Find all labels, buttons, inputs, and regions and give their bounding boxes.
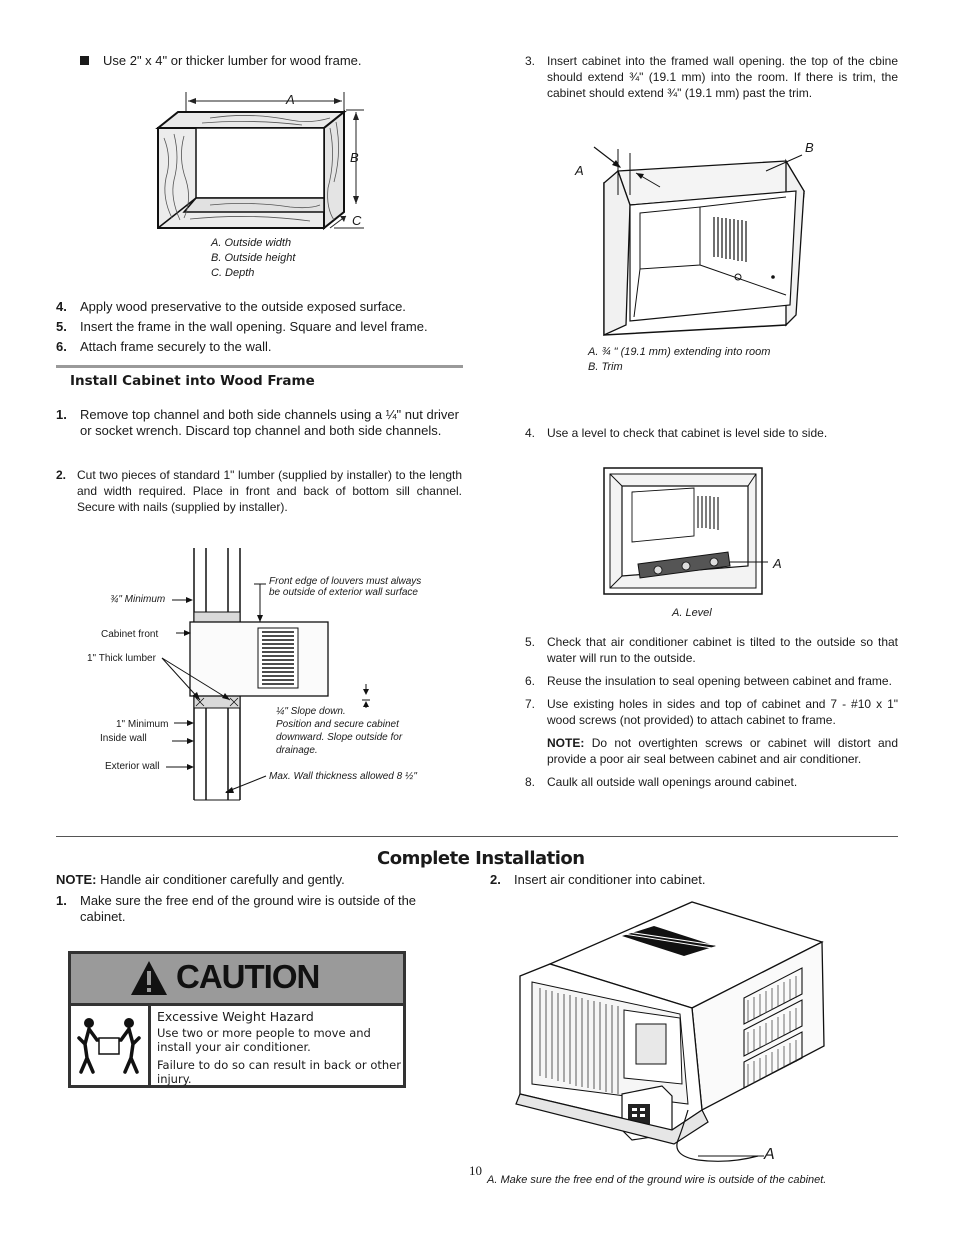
square-bullet-icon (80, 56, 89, 65)
level-diagram (603, 467, 768, 595)
legend-line: C. Depth (211, 267, 255, 279)
two-person-lift-icon (77, 1018, 141, 1074)
step-6: 6.Attach frame securely to the wall. (56, 339, 272, 354)
caution-icon-cell (71, 1006, 151, 1088)
install-step-1: 1.Remove top channel and both side chann… (56, 407, 459, 438)
note-block: NOTE: Do not overtighten screws or cabin… (547, 736, 898, 766)
right-steps-5-8: 5.Check that air conditioner cabinet is … (525, 634, 898, 790)
diagram-label-cabinet-front: Cabinet front (101, 629, 159, 640)
ac-label-a: A (764, 1146, 775, 1163)
diagram-label-slope: ¼" Slope down. Position and secure cabin… (276, 706, 403, 756)
diagram-label-one-min: 1" Minimum (116, 719, 169, 730)
level-legend: A. Level (672, 607, 712, 619)
complete-step-1: 1.Make sure the free end of the ground w… (56, 893, 417, 924)
install-step-2: 2.Cut two pieces of standard 1" lumber (… (56, 468, 462, 514)
diagram-label-thick-lumber: 1" Thick lumber (87, 653, 156, 664)
complete-note: NOTE: Handle air conditioner carefully a… (56, 872, 345, 887)
frame-label-a: A (286, 92, 295, 107)
ac-legend: A. Make sure the free end of the ground … (487, 1174, 827, 1186)
step-7: 7.Use existing holes in sides and top of… (525, 697, 898, 727)
step-4: 4.Apply wood preservative to the outside… (56, 299, 406, 314)
legend-line: B. Outside height (211, 252, 296, 264)
legend-line: A. Outside width (211, 237, 292, 249)
hazard-line-2: Failure to do so can result in back or o… (157, 1058, 401, 1086)
air-conditioner-diagram (515, 901, 825, 1162)
bullet-item: Use 2" x 4" or thicker lumber for wood f… (80, 53, 362, 69)
cabinet-label-a: A (575, 163, 584, 178)
step-5: 5.Insert the frame in the wall opening. … (56, 319, 428, 334)
page-number: 10 (469, 1163, 482, 1178)
cabinet-trim-diagram (593, 146, 806, 337)
wood-frame-diagram (155, 92, 364, 231)
step-6: 6.Reuse the insulation to seal opening b… (525, 674, 892, 688)
caution-text: Excessive Weight Hazard Use two or more … (157, 1009, 401, 1087)
caution-header: CAUTION (71, 954, 403, 1006)
frame-steps: 4.Apply wood preservative to the outside… (56, 299, 466, 355)
install-section-heading: Install Cabinet into Wood Frame (70, 373, 315, 389)
right-step-3: 3.Insert cabinet into the framed wall op… (525, 54, 898, 100)
caution-word: CAUTION (176, 958, 320, 995)
cabinet-label-b: B (805, 140, 814, 155)
level-label-a: A (773, 556, 782, 571)
hazard-line-1: Use two or more people to move and insta… (157, 1026, 371, 1054)
section-divider (56, 365, 463, 368)
diagram-label-three-quarter-min: ¾" Minimum (110, 594, 166, 605)
caution-box: CAUTION Excessive Weight Hazard Use two … (68, 951, 406, 1088)
page-divider (56, 836, 898, 837)
frame-legend: A. Outside width B. Outside height C. De… (211, 236, 295, 281)
wall-section-diagram (161, 548, 370, 801)
frame-label-b: B (350, 150, 359, 165)
cabinet-legend: A. ¾ " (19.1 mm) extending into room B. … (588, 346, 771, 373)
warning-triangle-icon (131, 961, 167, 995)
diagram-label-exterior-wall: Exterior wall (105, 761, 160, 772)
hazard-title: Excessive Weight Hazard (157, 1009, 314, 1024)
complete-step-2: 2.Insert air conditioner into cabinet. (490, 872, 706, 887)
step-8: 8.Caulk all outside wall openings around… (525, 775, 798, 789)
right-step-4: 4.Use a level to check that cabinet is l… (525, 426, 828, 440)
bullet-text: Use 2" x 4" or thicker lumber for wood f… (103, 53, 362, 68)
diagram-label-louvers: Front edge of louvers must always be out… (269, 576, 422, 598)
diagram-label-max-wall: Max. Wall thickness allowed 8 ½" (269, 771, 417, 782)
complete-installation-heading: Complete Installation (377, 848, 585, 869)
diagram-label-inside-wall: Inside wall (100, 733, 147, 744)
frame-label-c: C (352, 213, 362, 228)
step-5: 5.Check that air conditioner cabinet is … (525, 635, 898, 665)
